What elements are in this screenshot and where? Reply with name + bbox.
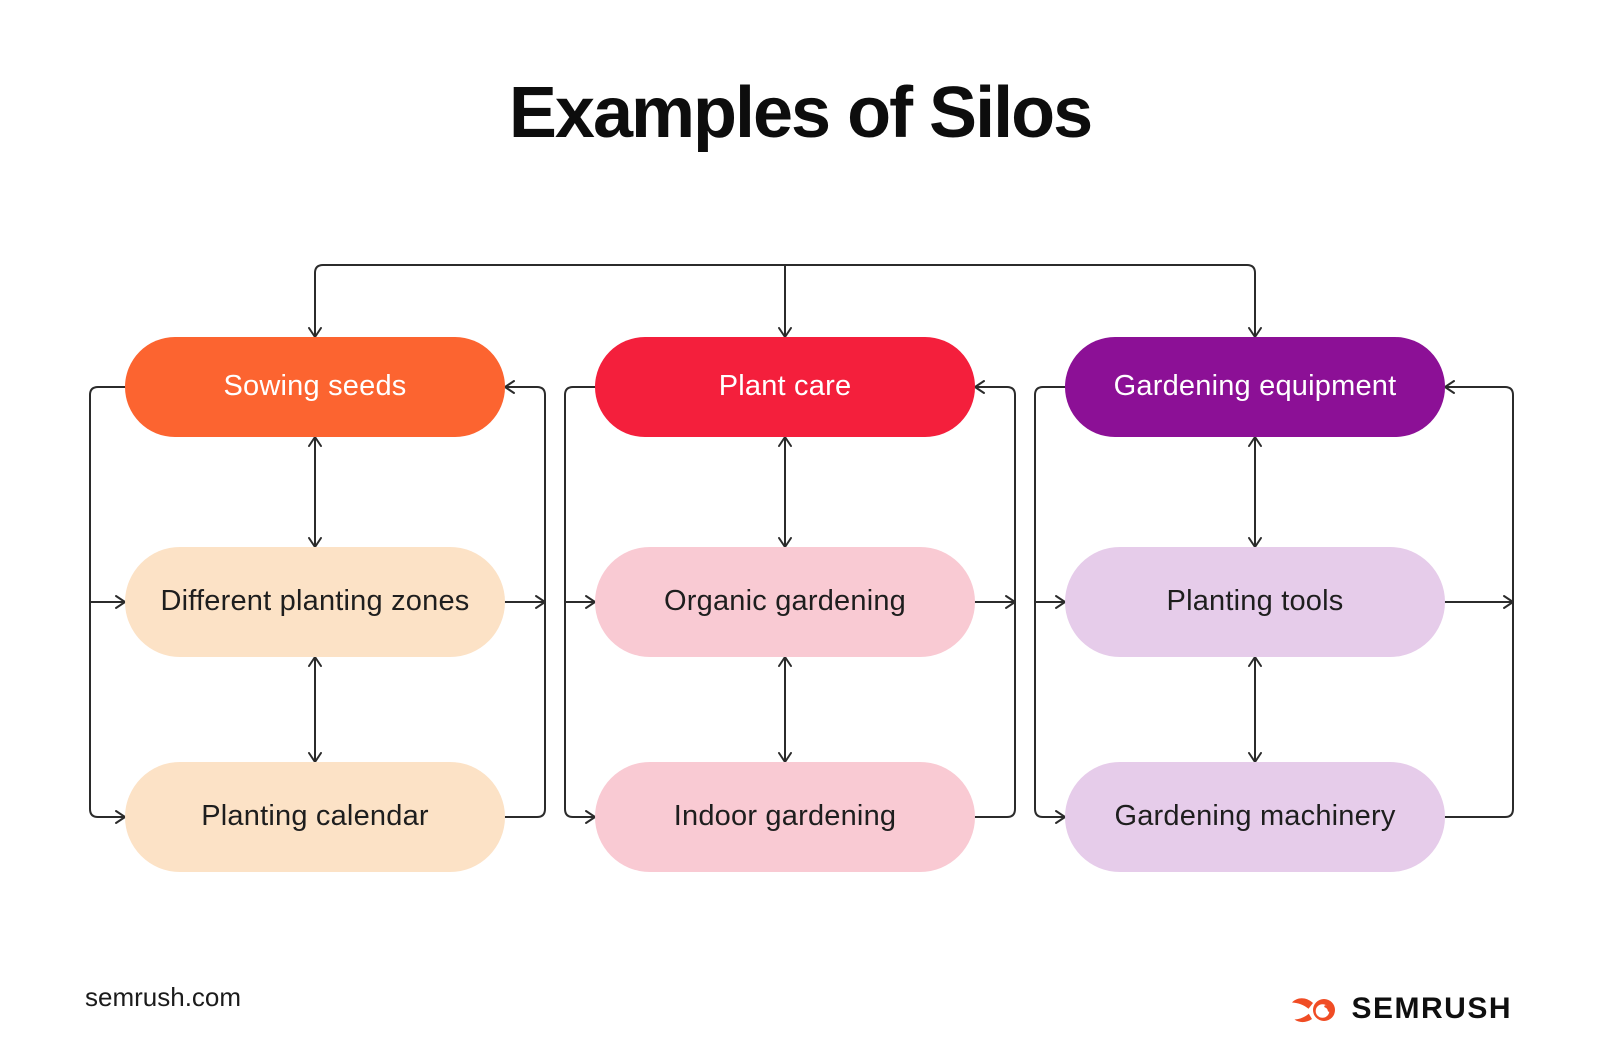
silo-3-parent-to-children-bracket <box>1034 386 1066 824</box>
silo-2-child-2-label: Indoor gardening <box>673 800 897 833</box>
arrow-up-icon <box>308 436 322 447</box>
silo-1-child-1-label: Different planting zones <box>160 585 470 618</box>
silo-2-parent-node: Plant care <box>595 337 975 437</box>
silo-1-children-to-parent-rail <box>504 380 546 818</box>
semrush-logo-text: SEMRUSH <box>1351 992 1512 1025</box>
arrow-up-icon <box>1248 656 1262 667</box>
page-title: Examples of Silos <box>508 73 1093 153</box>
arrow-left-icon <box>1444 380 1455 394</box>
silo-3-children-to-parent-rail <box>1444 380 1514 818</box>
arrow-up-icon <box>308 656 322 667</box>
semrush-logo: SEMRUSH <box>1291 992 1512 1026</box>
connector-lines <box>89 264 1514 824</box>
silo-2-children-to-parent-rail <box>974 380 1016 818</box>
silo-1-parent-label: Sowing seeds <box>223 370 407 403</box>
silo-3-parent-node: Gardening equipment <box>1065 337 1445 437</box>
silo-1-parent-node: Sowing seeds <box>125 337 505 437</box>
arrow-up-icon <box>778 656 792 667</box>
silo-3-child-1-node: Planting tools <box>1065 547 1445 657</box>
arrow-left-icon <box>974 380 985 394</box>
arrow-right-icon <box>535 595 546 609</box>
footer-website: semrush.com <box>85 982 242 1012</box>
silo-3-child-2-node: Gardening machinery <box>1065 762 1445 872</box>
silo-3-parent-label: Gardening equipment <box>1113 370 1397 403</box>
arrow-right-icon <box>1005 595 1016 609</box>
silo-3-child-2-label: Gardening machinery <box>1114 800 1396 833</box>
top-distribution-connector <box>308 264 1262 338</box>
silo-2-child-2-node: Indoor gardening <box>595 762 975 872</box>
silo-1-child-1-node: Different planting zones <box>125 547 505 657</box>
silo-2-parent-to-children-bracket <box>564 386 596 824</box>
silo-2-child-1-node: Organic gardening <box>595 547 975 657</box>
silo-1-parent-to-children-bracket <box>89 386 126 824</box>
semrush-flame-icon <box>1292 998 1336 1023</box>
arrow-up-icon <box>778 436 792 447</box>
arrow-up-icon <box>1248 436 1262 447</box>
silo-2-parent-label: Plant care <box>718 370 852 403</box>
silo-1-child-2-label: Planting calendar <box>201 800 429 833</box>
silo-2-child-1-label: Organic gardening <box>664 585 906 618</box>
silo-3-internal-arrows <box>1248 436 1262 763</box>
arrow-right-icon <box>1503 595 1514 609</box>
silo-3-child-1-label: Planting tools <box>1166 585 1344 618</box>
arrow-left-icon <box>504 380 515 394</box>
silo-1-child-2-node: Planting calendar <box>125 762 505 872</box>
